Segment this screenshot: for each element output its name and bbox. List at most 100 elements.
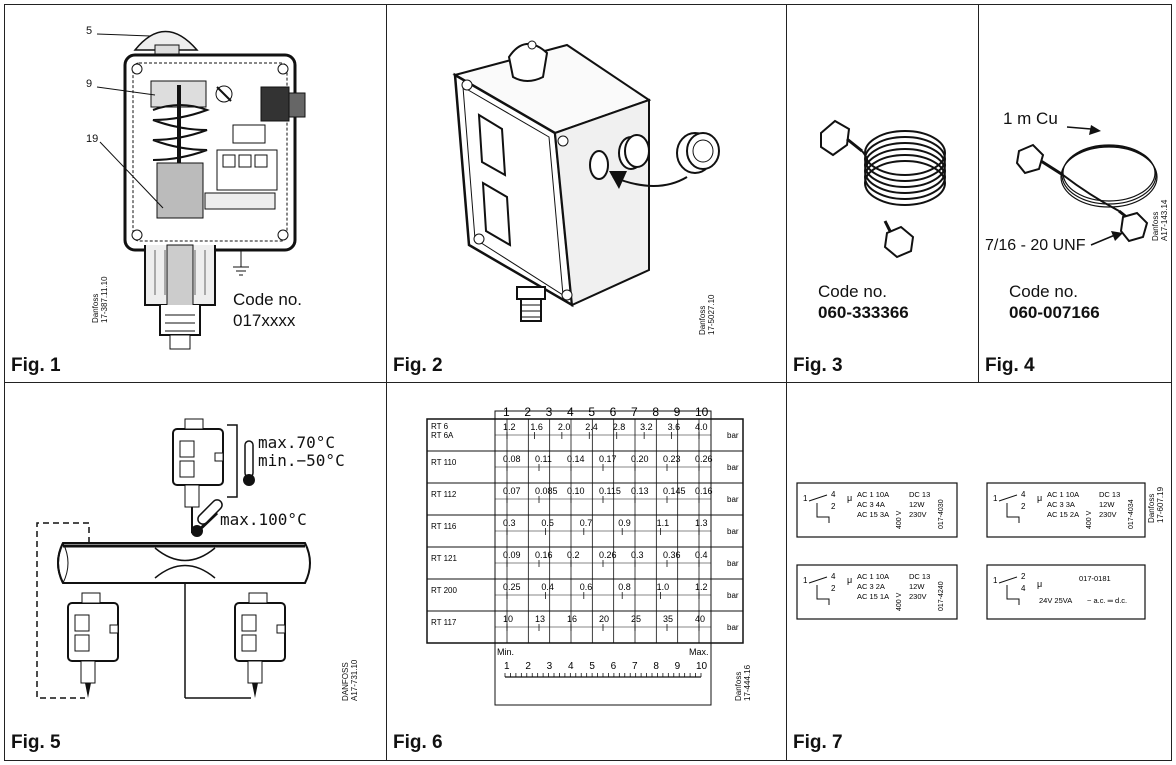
fig5-installation-diagram	[36, 418, 311, 699]
fig7-contact-arm	[998, 494, 1018, 502]
fig1-code: Code no. 017xxxx	[233, 289, 302, 331]
fig7-contact-number: 4	[1021, 584, 1026, 593]
fig3-code: Code no. 060-333366	[818, 281, 909, 323]
fig7-plate-code: 017-0181	[1079, 574, 1111, 583]
fig7-contact-number: 4	[831, 572, 836, 581]
fig7-plate-frame	[796, 564, 958, 620]
fig7-ac-dc: ~ a.c. ═ d.c.	[1087, 596, 1127, 605]
fig6-row-value: 2.4	[585, 422, 598, 432]
fig6-row-value: 1.6	[530, 422, 543, 432]
fig6-row-value: 3.2	[640, 422, 653, 432]
fig7-contact-link	[816, 585, 830, 605]
fig6-label: Fig. 6	[393, 732, 443, 753]
fig6-row-value: 0.09	[503, 550, 521, 560]
fig6-row-model: RT 6A	[431, 431, 454, 440]
fig6-scale-top-label: 8	[652, 405, 659, 419]
fig6-scale-frame	[494, 410, 712, 706]
fig7-dc-rating: DC 13	[1099, 490, 1120, 499]
fig6-row-unit: bar	[727, 559, 739, 568]
fig7-micro-symbol: μ	[1037, 493, 1042, 503]
fig6-row-model: RT 117	[431, 618, 457, 627]
fig1-ref: Danfoss 17-387.11.10	[91, 276, 109, 323]
fig6-row-value: 0.16	[695, 486, 713, 496]
fig7-rating: AC 3 4A	[857, 500, 885, 509]
fig7-contact-arm	[808, 494, 828, 502]
fig6-scale-bottom-label: 8	[653, 661, 659, 672]
fig3-code-label: Code no.	[818, 282, 887, 301]
fig7-contact-number: 2	[831, 502, 836, 511]
fig7-rating: AC 15 1A	[857, 592, 889, 601]
fig7-dc-rating: 230V	[1099, 510, 1117, 519]
fig7-rating: 24V 25VA	[1039, 596, 1072, 605]
fig6-row-model: RT 116	[431, 522, 457, 531]
fig1-label: Fig. 1	[11, 355, 61, 376]
fig7-rating: AC 1 10A	[857, 490, 889, 499]
fig7-contact-number: 4	[1021, 490, 1026, 499]
fig6-row-value: 2.8	[613, 422, 626, 432]
fig6-scale-top-label: 5	[588, 405, 595, 419]
fig7-plate-frame	[796, 482, 958, 538]
fig7-contact-arm	[808, 576, 828, 584]
fig7-rating: AC 3 2A	[857, 582, 885, 591]
fig6-row-unit: bar	[727, 495, 739, 504]
fig6-row-model: RT 110	[431, 458, 457, 467]
fig6-row-value: 0.4	[541, 582, 554, 592]
fig6-row-value: 0.5	[541, 518, 554, 528]
fig6-row-value: 16	[567, 614, 577, 624]
fig4-code: Code no. 060-007166	[1009, 281, 1100, 323]
fig6-row-value: 0.13	[631, 486, 649, 496]
fig6-row-value: 2.0	[558, 422, 571, 432]
fig7-voltage: 400 V	[896, 592, 903, 611]
fig6-row-value: 1.0	[657, 582, 670, 592]
fig6-row-unit: bar	[727, 591, 739, 600]
fig6-row-value: 25	[631, 614, 641, 624]
fig6-scale-bottom-label: 2	[525, 661, 531, 672]
fig7-ref: Danfoss 17-607.19	[1147, 486, 1165, 523]
fig6-scale-top-label: 3	[546, 405, 553, 419]
fig5-label: Fig. 5	[11, 732, 61, 753]
fig6-row-value: 0.07	[503, 486, 521, 496]
fig1-code-value: 017xxxx	[233, 311, 296, 330]
fig7-rating: AC 3 3A	[1047, 500, 1075, 509]
fig6-row-value: 0.14	[567, 454, 585, 464]
fig7-contact-link	[1006, 585, 1020, 605]
fig6-row-value: 0.23	[663, 454, 681, 464]
fig2-housing-isometric	[452, 40, 720, 322]
fig5-temp-max: max.70°C	[258, 433, 336, 452]
fig6-row-value: 40	[695, 614, 705, 624]
fig7-dc-rating: DC 13	[909, 572, 930, 581]
fig7-contact-link	[816, 503, 830, 523]
fig7-label: Fig. 7	[793, 732, 843, 753]
fig6-row-value: 0.08	[503, 454, 521, 464]
fig7-contact-number: 1	[993, 576, 998, 585]
fig6-row-model: RT 112	[431, 490, 457, 499]
fig7-rating: AC 15 3A	[857, 510, 889, 519]
fig6-row-value: 0.085	[535, 486, 558, 496]
fig3-panel: Code no. 060-333366 Fig. 3	[786, 4, 980, 384]
fig6-row-value: 0.3	[631, 550, 644, 560]
fig7-plate-code: 017-4034	[1128, 499, 1135, 529]
fig7-plate-code: 017-4030	[938, 499, 945, 529]
fig7-contact-arm	[998, 576, 1018, 584]
fig6-row-value: 3.6	[668, 422, 681, 432]
fig5-ref: DANFOSS A17-731.10	[341, 659, 359, 701]
fig6-scale-bottom-label: 4	[568, 661, 574, 672]
fig6-row-model: RT 121	[431, 554, 457, 563]
fig4-thread-label: 7/16 - 20 UNF	[985, 237, 1086, 254]
fig6-scale-bottom-label: 5	[589, 661, 595, 672]
fig7-contact-number: 2	[1021, 572, 1026, 581]
fig6-row-value: 1.3	[695, 518, 708, 528]
fig7-plate-frame	[986, 482, 1146, 538]
fig7-contact-number: 4	[831, 490, 836, 499]
fig5-panel: max.70°C min.−50°C max.100°C DANFOSS A17…	[4, 382, 388, 761]
fig4-panel: 1 m Cu 7/16 - 20 UNF Code no. 060-007166…	[978, 4, 1172, 384]
fig7-micro-symbol: μ	[847, 575, 852, 585]
fig6-scale-max: Max.	[689, 647, 709, 657]
fig7-dc-rating: 230V	[909, 592, 927, 601]
